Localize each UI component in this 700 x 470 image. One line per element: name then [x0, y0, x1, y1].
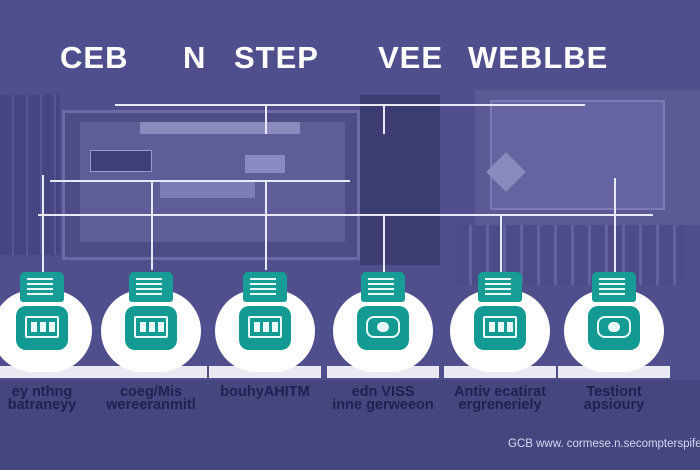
connector-drop-a: [265, 104, 267, 134]
media-icon: [357, 306, 409, 350]
document-icon: [361, 272, 405, 302]
connector-drop-b: [383, 104, 385, 134]
screen-icon: [239, 306, 291, 350]
footer-url: GCB www. cormese.n.secompterspife: [508, 438, 700, 450]
connector-line-middle: [50, 180, 350, 182]
connector-branch-6: [614, 178, 616, 274]
connector-branch-1: [42, 175, 44, 275]
background-monitor-bar: [140, 122, 300, 134]
document-icon: [243, 272, 287, 302]
step-card-3: [215, 272, 315, 372]
step-label-line-1: Testiont: [586, 384, 642, 400]
background-monitor-form: [160, 180, 255, 198]
step-label-line-2: apsioury: [583, 397, 645, 413]
step-label-line-2: ergreneriely: [458, 397, 542, 413]
step-card-5: [450, 272, 550, 372]
step-pedestal: [209, 366, 321, 378]
step-label-line-1: Antiv ecatirat: [454, 384, 546, 400]
title-word-2: N: [183, 40, 207, 75]
connector-branch-5: [500, 214, 502, 274]
step-label-line-2: inne gerweeon: [332, 397, 434, 413]
step-label-line-1: edn VISS: [351, 384, 415, 400]
step-label-line-1: bouhyAHITM: [220, 384, 310, 400]
media-icon: [588, 306, 640, 350]
connector-branch-2: [151, 180, 153, 270]
connector-branch-3: [265, 180, 267, 270]
background-monitor-button: [245, 155, 285, 173]
title-word-4: VEE: [378, 40, 444, 75]
step-card-1: [0, 272, 92, 372]
title-word-3: STEP: [234, 40, 319, 75]
connector-line-bottom: [38, 214, 653, 216]
step-card-2: [101, 272, 201, 372]
step-card-4: [333, 272, 433, 372]
document-icon: [20, 272, 64, 302]
connector-line-top: [115, 104, 585, 106]
document-icon: [592, 272, 636, 302]
step-pedestal: [558, 366, 670, 378]
step-label-line-2: batraneyy: [7, 397, 77, 413]
step-pedestal: [327, 366, 439, 378]
background-dark-panel: [360, 95, 440, 265]
step-label-3: bouhyAHITM: [205, 384, 325, 400]
background-monitor-window: [90, 150, 152, 172]
background-right-window: [490, 100, 665, 210]
screen-icon: [474, 306, 526, 350]
connector-branch-4: [383, 214, 385, 274]
step-label-line-1: ey nthng: [11, 384, 73, 400]
step-pedestal: [444, 366, 556, 378]
step-card-6: [564, 272, 664, 372]
background-floor: [0, 380, 700, 470]
diagram-title: CEB N STEP VEE WEBLBE: [0, 40, 700, 80]
screen-icon: [16, 306, 68, 350]
title-word-5: WEBLBE: [468, 40, 609, 75]
step-label-line-1: coeg/Mis: [119, 384, 183, 400]
step-label-line-2: wereeranmitl: [106, 397, 196, 413]
title-word-1: CEB: [60, 40, 129, 75]
document-icon: [478, 272, 522, 302]
document-icon: [129, 272, 173, 302]
step-pedestal: [95, 366, 207, 378]
background-grid-left: [0, 95, 60, 255]
screen-icon: [125, 306, 177, 350]
